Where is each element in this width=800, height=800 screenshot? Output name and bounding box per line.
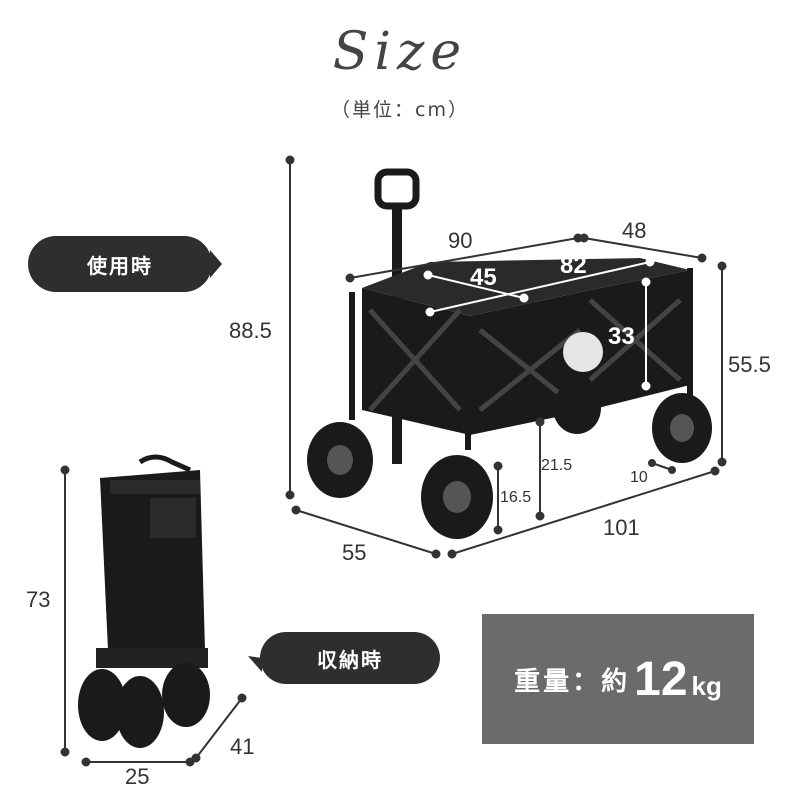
dim-storage-width: 25 — [125, 764, 150, 789]
dim-inner-width: 45 — [470, 264, 497, 291]
unit-subtitle: （単位：cm） — [331, 99, 469, 121]
dimension-lines-storage — [60, 465, 247, 767]
badge-pointer-storage — [248, 656, 262, 672]
badge-in-use: 使用時 — [28, 236, 212, 292]
dim-wheel-height: 16.5 — [500, 489, 532, 506]
dim-length-top: 90 — [448, 228, 473, 253]
dim-inner-depth: 33 — [608, 323, 635, 350]
dim-length-bottom: 101 — [603, 515, 640, 540]
weight-box: 重量：約 12 kg — [482, 614, 754, 744]
dim-width-top: 48 — [622, 218, 647, 243]
dim-height-total: 88.5 — [229, 318, 272, 343]
badge-pointer-in-use — [210, 250, 222, 278]
dim-storage-height: 73 — [26, 587, 51, 612]
weight-label: 重量：約 — [514, 666, 631, 697]
dim-width-bottom: 55 — [342, 540, 367, 565]
weight-unit: kg — [691, 670, 722, 701]
dim-inner-length: 82 — [560, 252, 587, 279]
dimension-lines-inner — [423, 257, 655, 391]
page-title: Size — [332, 22, 468, 82]
dim-ground-clearance: 21.5 — [541, 457, 573, 474]
dim-storage-depth: 41 — [230, 734, 255, 759]
cart-in-use-image — [307, 168, 712, 539]
badge-storage: 収納時 — [260, 632, 440, 684]
dim-height-body: 55.5 — [728, 352, 771, 377]
dim-wheel-width: 10 — [630, 469, 648, 486]
dimension-lines-in-use — [285, 155, 727, 559]
weight-value: 12 — [634, 652, 688, 706]
cart-storage-image — [78, 454, 210, 748]
